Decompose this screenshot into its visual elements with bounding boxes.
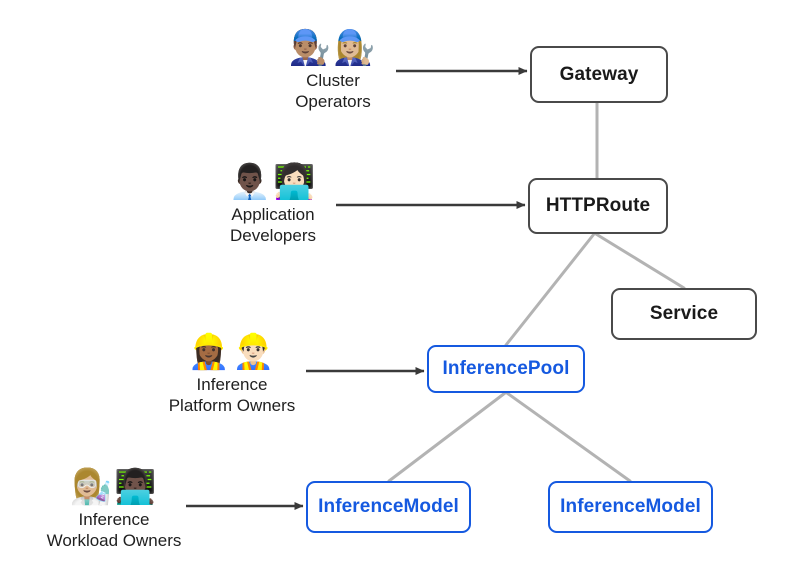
man-office-worker-icon-and-woman-technologist-icon: 👨🏿‍💼👩🏻‍💻 (228, 162, 318, 202)
actor-label-application-developers: Application Developers (230, 205, 316, 245)
edge-pool-to-model1 (387, 391, 507, 483)
actor-application-developers: 👨🏿‍💼👩🏻‍💻Application Developers (207, 162, 339, 246)
persona-arrows (186, 67, 528, 510)
node-model2[interactable]: InferenceModel (548, 481, 713, 533)
actor-cluster-operators: 👨🏽‍🔧👩🏼‍🔧Cluster Operators (268, 28, 398, 112)
node-model1[interactable]: InferenceModel (306, 481, 471, 533)
node-pool[interactable]: InferencePool (427, 345, 585, 393)
actor-inference-workload-owners: 👩🏼‍🔬👨🏿‍💻Inference Workload Owners (42, 467, 186, 551)
edge-httproute-to-service (594, 232, 686, 290)
actor-label-inference-platform-owners: Inference Platform Owners (168, 375, 296, 415)
node-httproute[interactable]: HTTPRoute (528, 178, 668, 234)
edge-httproute-to-pool (504, 232, 596, 347)
actor-label-cluster-operators: Cluster Operators (295, 71, 371, 111)
edge-pool-to-model2 (505, 391, 632, 483)
man-mechanic-icon-and-woman-mechanic-icon: 👨🏽‍🔧👩🏼‍🔧 (288, 28, 378, 68)
node-gateway[interactable]: Gateway (530, 46, 668, 103)
actor-label-inference-workload-owners: Inference Workload Owners (46, 510, 182, 550)
woman-scientist-icon-and-man-technologist-icon: 👩🏼‍🔬👨🏿‍💻 (69, 467, 159, 507)
woman-construction-worker-icon-and-man-construction-worker-icon: 👷🏾‍♀️👷🏻‍♂️ (187, 332, 277, 372)
actor-inference-platform-owners: 👷🏾‍♀️👷🏻‍♂️Inference Platform Owners (160, 332, 304, 416)
node-service[interactable]: Service (611, 288, 757, 340)
